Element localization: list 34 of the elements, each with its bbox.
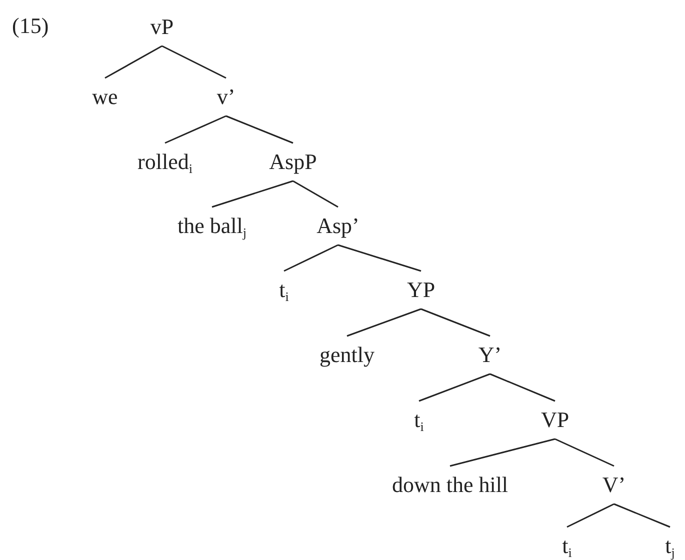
tree-node-label: t$_{i}$ — [562, 527, 572, 560]
tree-branch — [104, 45, 162, 79]
tree-node-label: down the hill — [392, 466, 508, 504]
tree-branch — [226, 115, 294, 144]
tree-branch — [212, 180, 294, 208]
tree-node-label: VP — [540, 401, 570, 439]
tree-branch — [164, 115, 226, 144]
tree-node-label: t$_{i}$ — [414, 401, 424, 439]
tree-branch — [614, 503, 670, 528]
tree-branch — [490, 373, 556, 402]
tree-branch — [162, 45, 226, 79]
tree-node-label: we — [92, 78, 118, 116]
tree-node-label: AspP — [269, 143, 317, 181]
tree-node-label: vP — [150, 8, 174, 46]
tree-branch — [554, 438, 614, 467]
tree-branch — [420, 308, 490, 337]
example-number: (15) — [12, 14, 49, 38]
tree-branch — [418, 373, 490, 402]
tree-node-label: v’ — [216, 78, 236, 116]
tree-branch — [284, 244, 338, 272]
tree-node-label: YP — [406, 271, 436, 309]
tree-node-label: Y’ — [478, 336, 502, 374]
tree-node-label: t$_{i}$ — [279, 271, 289, 309]
tree-branch — [566, 503, 614, 528]
tree-branch — [338, 244, 422, 272]
tree-node-label: the ball$_{j}$ — [178, 207, 246, 245]
tree-branch — [346, 308, 422, 337]
tree-branch — [450, 438, 556, 467]
tree-node-label: rolled$_{i}$ — [138, 143, 192, 181]
tree-node-label: Asp’ — [316, 207, 360, 245]
tree-branch — [292, 180, 338, 208]
tree-node-label: gently — [320, 336, 374, 374]
tree-node-label: V’ — [602, 466, 626, 504]
tree-node-label: t$_{j}$ — [665, 527, 675, 560]
